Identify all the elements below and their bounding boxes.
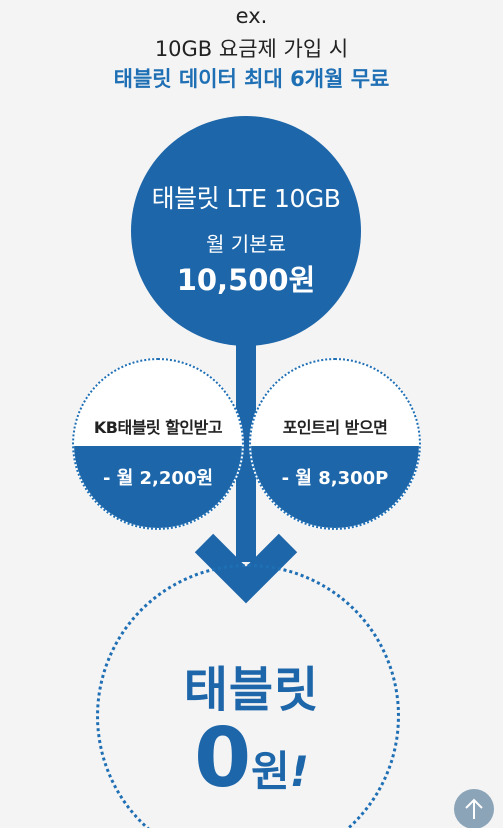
base-plan-fee-value: 10,500원 [176, 263, 316, 297]
plan-line: 10GB 요금제 가입 시 [154, 37, 349, 61]
highlight-line: 태블릿 데이터 최대 6개월 무료 [113, 67, 390, 91]
kb-discount-label: KB태블릿 할인받고 [93, 418, 223, 437]
result-circle [96, 564, 400, 828]
pointree-band: - 월 8,300P [251, 446, 419, 528]
arrow-up-icon [465, 798, 483, 819]
pointree-amount: - 월 8,300P [281, 468, 389, 489]
base-plan-name: 태블릿 LTE 10GB [151, 184, 341, 213]
scroll-top-button[interactable] [454, 789, 494, 828]
result-zero: 0 [194, 711, 252, 806]
pointree-label: 포인트리 받으면 [282, 418, 388, 437]
base-plan-circle: 태블릿 LTE 10GB 월 기본료 10,500원 [131, 116, 361, 346]
kb-discount-circle: KB태블릿 할인받고 - 월 2,200원 [72, 358, 244, 530]
result-unit: 원 [251, 747, 290, 796]
ex-label: ex. [235, 4, 268, 28]
kb-discount-amount: - 월 2,200원 [102, 468, 214, 489]
base-plan-fee-label: 월 기본료 [206, 232, 286, 256]
pointree-circle: 포인트리 받으면 - 월 8,300P [249, 358, 421, 530]
result-exclaim: ! [289, 747, 309, 796]
result-title: 태블릿 [183, 662, 320, 718]
kb-discount-band: - 월 2,200원 [74, 446, 242, 528]
result-amount: 0원! [0, 718, 503, 800]
